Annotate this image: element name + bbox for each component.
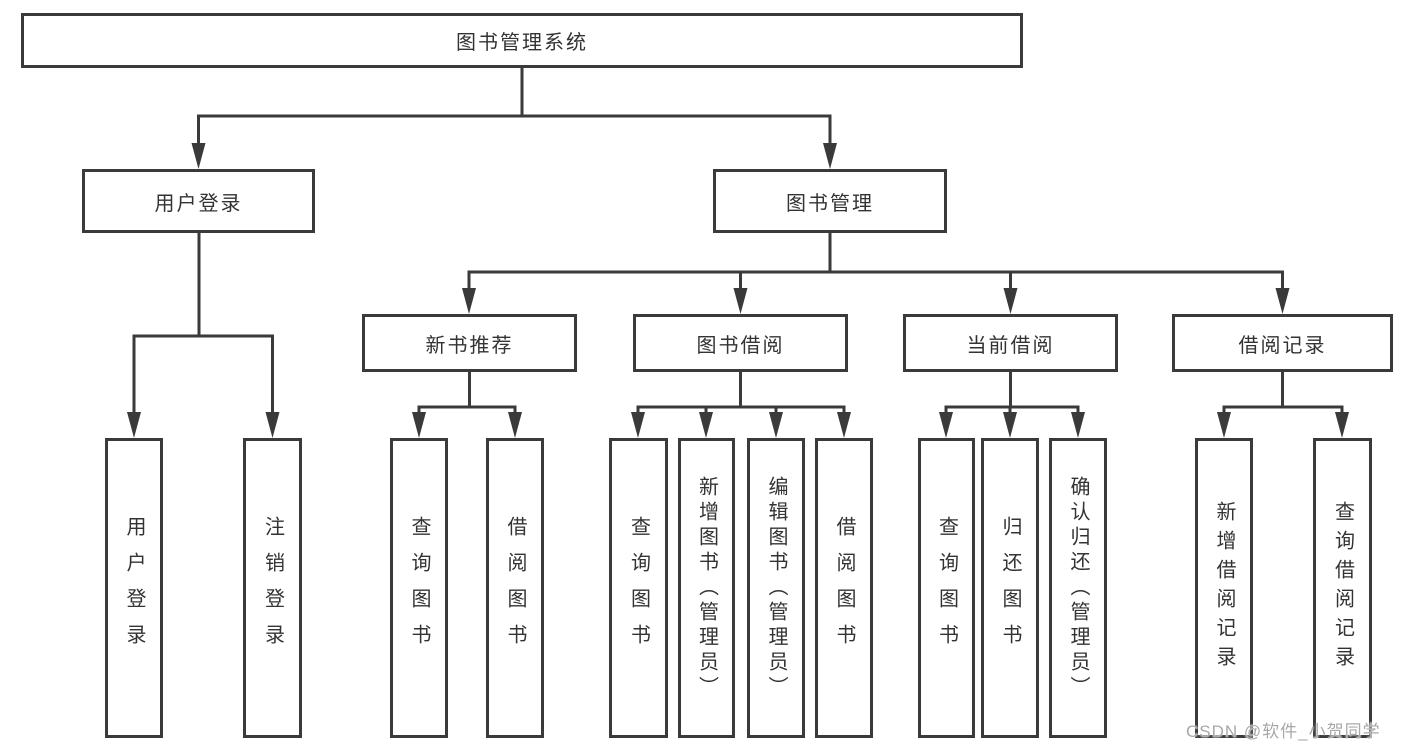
node-new-book-recommend: 新书推荐 <box>362 314 577 372</box>
leaf-add-borrow-record-label: 新增借阅记录 <box>1213 501 1235 675</box>
leaf-return-books: 归还图书 <box>981 438 1039 738</box>
leaf-borrowing-query-books-label: 查询图书 <box>627 516 650 660</box>
arrowhead <box>412 412 426 438</box>
leaf-logout: 注销登录 <box>243 438 302 738</box>
arrowhead <box>462 288 476 314</box>
leaf-query-borrow-record: 查询借阅记录 <box>1313 438 1372 738</box>
arrowhead <box>1071 412 1085 438</box>
arrowhead <box>1335 412 1349 438</box>
leaf-recommend-borrow-books: 借阅图书 <box>486 438 544 738</box>
leaf-add-books-admin-label: 新增图书（管理员） <box>695 475 718 701</box>
node-user-login: 用户登录 <box>82 169 315 233</box>
arrowhead <box>939 412 953 438</box>
leaf-logout-label: 注销登录 <box>261 516 284 660</box>
arrowhead <box>1003 412 1017 438</box>
leaf-borrowing-borrow-books: 借阅图书 <box>815 438 873 738</box>
arrowhead <box>265 412 280 438</box>
arrowhead <box>191 143 206 169</box>
arrowhead <box>699 412 713 438</box>
leaf-borrowing-query-books: 查询图书 <box>609 438 668 738</box>
arrowhead <box>769 412 783 438</box>
node-book-management: 图书管理 <box>713 169 947 233</box>
leaf-edit-books-admin: 编辑图书（管理员） <box>747 438 805 738</box>
arrowhead <box>127 412 141 438</box>
arrowhead <box>631 412 645 438</box>
leaf-add-books-admin: 新增图书（管理员） <box>678 438 735 738</box>
leaf-edit-books-admin-label: 编辑图书（管理员） <box>765 475 787 701</box>
node-new-book-recommend-label: 新书推荐 <box>425 334 514 357</box>
leaf-current-query-books-label: 查询图书 <box>935 516 958 660</box>
leaf-borrowing-borrow-books-label: 借阅图书 <box>833 516 855 660</box>
leaf-recommend-query-books-label: 查询图书 <box>408 516 430 660</box>
node-book-borrowing: 图书借阅 <box>633 314 848 372</box>
node-current-borrowing-label: 当前借阅 <box>966 334 1055 357</box>
leaf-recommend-borrow-books-label: 借阅图书 <box>504 516 526 660</box>
csdn-watermark: CSDN @软件_小贺同学 <box>1186 722 1381 741</box>
arrowhead <box>1275 288 1290 314</box>
node-library-management-system: 图书管理系统 <box>21 13 1023 68</box>
arrowhead <box>1217 412 1231 438</box>
arrowhead <box>823 143 837 169</box>
leaf-current-query-books: 查询图书 <box>918 438 975 738</box>
node-book-management-label: 图书管理 <box>786 192 874 215</box>
leaf-recommend-query-books: 查询图书 <box>390 438 448 738</box>
node-user-login-label: 用户登录 <box>154 192 243 215</box>
leaf-confirm-return-admin-label: 确认归还（管理员） <box>1067 475 1089 701</box>
leaf-return-books-label: 归还图书 <box>999 516 1021 660</box>
arrowhead <box>837 412 851 438</box>
node-borrowing-records-label: 借阅记录 <box>1238 334 1327 357</box>
leaf-user-login: 用户登录 <box>105 438 163 738</box>
leaf-add-borrow-record: 新增借阅记录 <box>1195 438 1253 738</box>
arrowhead <box>508 412 522 438</box>
node-library-management-system-label: 图书管理系统 <box>456 32 588 54</box>
arrowhead <box>1003 288 1018 314</box>
node-borrowing-records: 借阅记录 <box>1172 314 1393 372</box>
node-book-borrowing-label: 图书借阅 <box>696 334 785 357</box>
arrowhead <box>733 288 748 314</box>
leaf-confirm-return-admin: 确认归还（管理员） <box>1049 438 1107 738</box>
leaf-user-login-label: 用户登录 <box>123 516 145 660</box>
leaf-query-borrow-record-label: 查询借阅记录 <box>1331 501 1354 675</box>
arrowheads <box>127 143 1349 438</box>
node-current-borrowing: 当前借阅 <box>903 314 1118 372</box>
